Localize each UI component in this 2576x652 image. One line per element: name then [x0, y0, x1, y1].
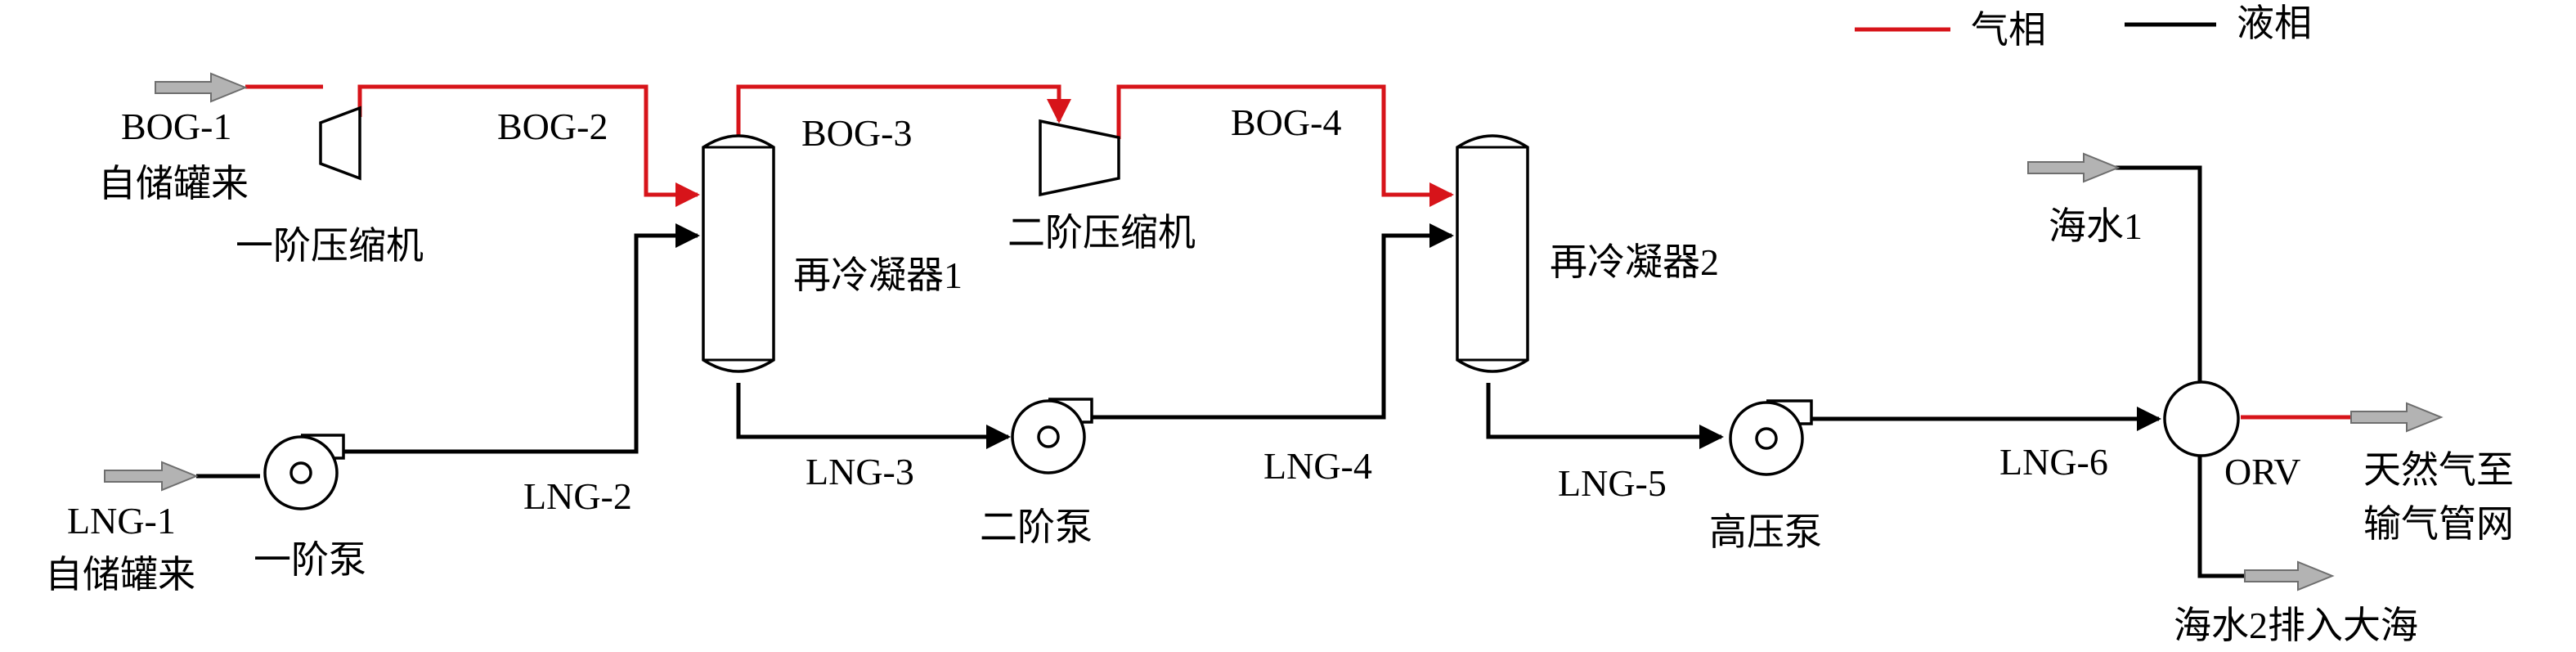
lng1-feed-arrow: [104, 461, 199, 492]
lng5-label: LNG-5: [1558, 462, 1667, 504]
legend-gas-label: 气相: [1971, 9, 2046, 51]
pump1-icon: [263, 434, 345, 510]
orv-label: ORV: [2224, 451, 2300, 492]
bog3-line: [736, 84, 1071, 137]
bog3-label: BOG-3: [801, 112, 912, 154]
lng1-source-label: 自储罐来: [45, 554, 195, 596]
hp-pump-label: 高压泵: [1709, 511, 1822, 553]
recondenser2-label: 再冷凝器2: [1550, 241, 1719, 283]
bog1-feed-arrow: [155, 72, 248, 103]
bog4-label: BOG-4: [1231, 101, 1341, 143]
lng2-label: LNG-2: [523, 475, 632, 517]
seawater2-line: [2197, 455, 2245, 578]
bog1-label: BOG-1: [121, 106, 231, 147]
seawater1-feed-arrow: [2027, 152, 2120, 183]
pump2-icon: [1011, 398, 1093, 474]
hp-pump-icon: [1729, 399, 1813, 476]
lng5-line: [1486, 383, 1724, 449]
compressor2-label: 二阶压缩机: [1008, 212, 1196, 254]
legend-liquid-label: 液相: [2237, 2, 2312, 44]
seawater2-out-arrow: [2244, 560, 2335, 591]
recondenser2-icon: [1456, 134, 1529, 373]
lng6-label: LNG-6: [1999, 441, 2108, 483]
natural-gas-out-label-2: 输气管网: [2363, 503, 2514, 545]
bog4-line: [1116, 84, 1454, 207]
bog2-label: BOG-2: [497, 106, 608, 147]
lng3-label: LNG-3: [806, 451, 914, 492]
compressor1-label: 一阶压缩机: [236, 225, 424, 267]
lng2-line: [343, 223, 700, 454]
orv-icon: [2163, 380, 2240, 457]
legend: 气相 液相: [1855, 2, 2312, 51]
feed-arrows: [104, 72, 2444, 591]
seawater2-label: 海水2排入大海: [2174, 605, 2418, 646]
natural-gas-out-arrow: [2350, 402, 2444, 433]
lng4-line: [1092, 223, 1454, 420]
lng4-label: LNG-4: [1263, 445, 1372, 487]
seawater1-label: 海水1: [2049, 205, 2143, 247]
bog1-source-label: 自储罐来: [98, 163, 249, 205]
compressor1-icon: [319, 106, 361, 181]
gas-lines: [245, 84, 2351, 420]
liquid-lines: [196, 165, 2245, 578]
recondenser1-label: 再冷凝器1: [793, 254, 963, 296]
pump2-label: 二阶泵: [980, 506, 1093, 548]
recondenser1-icon: [702, 134, 775, 373]
natural-gas-out-label-1: 天然气至: [2363, 449, 2514, 491]
bog2-line: [357, 84, 700, 207]
seawater1-line: [2102, 165, 2202, 384]
pump1-label: 一阶泵: [254, 539, 366, 581]
lng3-line: [736, 383, 1011, 449]
lng1-label: LNG-1: [67, 500, 176, 542]
compressor2-icon: [1039, 119, 1120, 197]
